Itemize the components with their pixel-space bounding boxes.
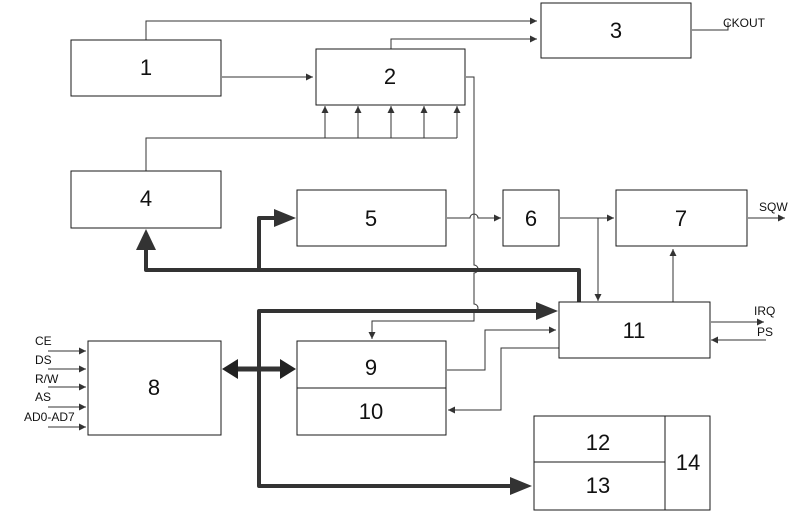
block-11-label: 11: [623, 318, 646, 343]
block-12-label: 12: [586, 430, 610, 455]
block-7-label: 7: [675, 206, 687, 231]
block-6: 6: [502, 189, 560, 247]
block-13-label: 13: [586, 473, 610, 498]
block-2-label: 2: [384, 64, 396, 89]
block-9-10: 9 10: [296, 340, 447, 436]
bus-lines: [136, 209, 581, 495]
block-4: 4: [70, 170, 222, 229]
block-2: 2: [315, 48, 466, 106]
block-5-label: 5: [365, 206, 377, 231]
block-6-label: 6: [525, 206, 537, 231]
connections: [48, 17, 785, 431]
block-3: 3: [540, 2, 692, 59]
ps-label: PS: [757, 325, 773, 339]
bidir-arrowhead-left: [222, 359, 238, 379]
block-11: 11: [558, 301, 711, 359]
irq-label: IRQ: [754, 304, 775, 318]
signal-labels: CKOUT SQW IRQ PS CE DS R/W AS AD0-AD7: [24, 16, 788, 424]
block-4-label: 4: [140, 186, 152, 211]
ckout-label: CKOUT: [723, 16, 766, 30]
ad-bus-label: AD0-AD7: [24, 410, 75, 424]
bus-arrowhead-to-4: [136, 229, 156, 250]
rw-label: R/W: [35, 372, 59, 386]
sqw-label: SQW: [759, 200, 788, 214]
bus-arrowhead-to-11: [536, 302, 558, 320]
ce-label: CE: [35, 334, 52, 348]
bidir-arrowhead-right: [280, 359, 296, 379]
as-label: AS: [35, 390, 51, 404]
block-7: 7: [615, 189, 748, 247]
block-3-label: 3: [610, 18, 622, 43]
block-1-label: 1: [140, 55, 152, 80]
block-5: 5: [296, 189, 447, 247]
block-10-label: 10: [359, 399, 383, 424]
block-12-13-14: 12 13 14: [533, 415, 711, 511]
block-1: 1: [70, 39, 222, 97]
ds-label: DS: [35, 353, 52, 367]
bus-arrowhead-to-13: [510, 477, 532, 495]
block-9-label: 9: [365, 355, 377, 380]
bus-arrowhead-to-5: [274, 209, 296, 227]
block-8: 8: [87, 340, 222, 436]
block-8-label: 8: [148, 375, 160, 400]
block-14-label: 14: [676, 450, 700, 475]
